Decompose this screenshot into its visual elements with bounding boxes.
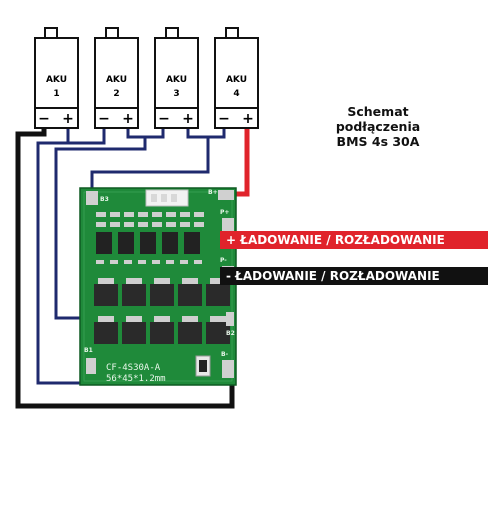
pad-b1 bbox=[86, 358, 96, 374]
battery-4-minus: − bbox=[218, 111, 230, 127]
battery-3: AKU 3 − + bbox=[154, 27, 199, 129]
board-dims: 56*45*1.2mm bbox=[106, 374, 166, 384]
wire-aku4-minus bbox=[208, 127, 226, 139]
battery-2-number: 2 bbox=[113, 89, 119, 99]
title-line-2: podłączenia bbox=[335, 119, 421, 134]
wire-bplus bbox=[234, 127, 250, 197]
wire-bminus bbox=[15, 127, 235, 409]
pad-bminus-label: B- bbox=[221, 351, 229, 358]
title-line-3: BMS 4s 30A bbox=[336, 134, 420, 149]
pad-b3-label: B3 bbox=[100, 196, 109, 203]
ic-chips bbox=[96, 232, 200, 254]
banner-charge-minus: - ŁADOWANIE / ROZŁADOWANIE bbox=[220, 267, 488, 285]
mosfet-row-1 bbox=[94, 278, 230, 306]
battery-1-label: AKU bbox=[46, 75, 67, 85]
battery-1-minus: − bbox=[38, 111, 50, 127]
pad-b3 bbox=[86, 191, 98, 205]
battery-4-number: 4 bbox=[233, 89, 239, 99]
pad-b2 bbox=[226, 312, 234, 326]
battery-2-label: AKU bbox=[106, 75, 127, 85]
battery-1-number: 1 bbox=[53, 89, 59, 99]
board-model: CF-4S30A-A bbox=[106, 363, 161, 373]
title-line-1: Schemat bbox=[347, 104, 409, 119]
pad-pminus-label: P- bbox=[220, 257, 227, 264]
pad-b2-label: B2 bbox=[226, 330, 235, 337]
battery-3-minus: − bbox=[158, 111, 170, 127]
pad-pplus bbox=[222, 218, 234, 234]
pad-bplus bbox=[218, 190, 234, 200]
battery-1: AKU 1 − + bbox=[34, 27, 79, 129]
wire-aku2-minus bbox=[68, 127, 106, 145]
battery-4-plus: + bbox=[242, 111, 254, 127]
smd-components bbox=[96, 212, 204, 227]
battery-4-label: AKU bbox=[226, 75, 247, 85]
battery-4: AKU 4 − + bbox=[214, 27, 259, 129]
wire-b3 bbox=[90, 127, 210, 198]
pad-bminus bbox=[222, 360, 234, 378]
title: Schemat podłączenia BMS 4s 30A bbox=[318, 104, 438, 149]
small-parts bbox=[96, 260, 202, 264]
battery-3-number: 3 bbox=[173, 89, 179, 99]
battery-2: AKU 2 − + bbox=[94, 27, 139, 129]
pad-pplus-label: P+ bbox=[220, 209, 229, 216]
pad-bplus-label: B+ bbox=[208, 189, 218, 196]
battery-3-label: AKU bbox=[166, 75, 187, 85]
battery-2-minus: − bbox=[98, 111, 110, 127]
battery-1-plus: + bbox=[62, 111, 74, 127]
banner-charge-plus: + ŁADOWANIE / ROZŁADOWANIE bbox=[220, 231, 488, 249]
bms-board: B+ B3 P+ bbox=[79, 187, 237, 386]
wire-aku3-minus bbox=[145, 127, 165, 139]
mosfet-row-2 bbox=[94, 316, 230, 344]
wire-b2 bbox=[54, 127, 232, 320]
battery-3-plus: + bbox=[182, 111, 194, 127]
battery-2-plus: + bbox=[122, 111, 134, 127]
pad-b1-label: B1 bbox=[84, 347, 93, 354]
